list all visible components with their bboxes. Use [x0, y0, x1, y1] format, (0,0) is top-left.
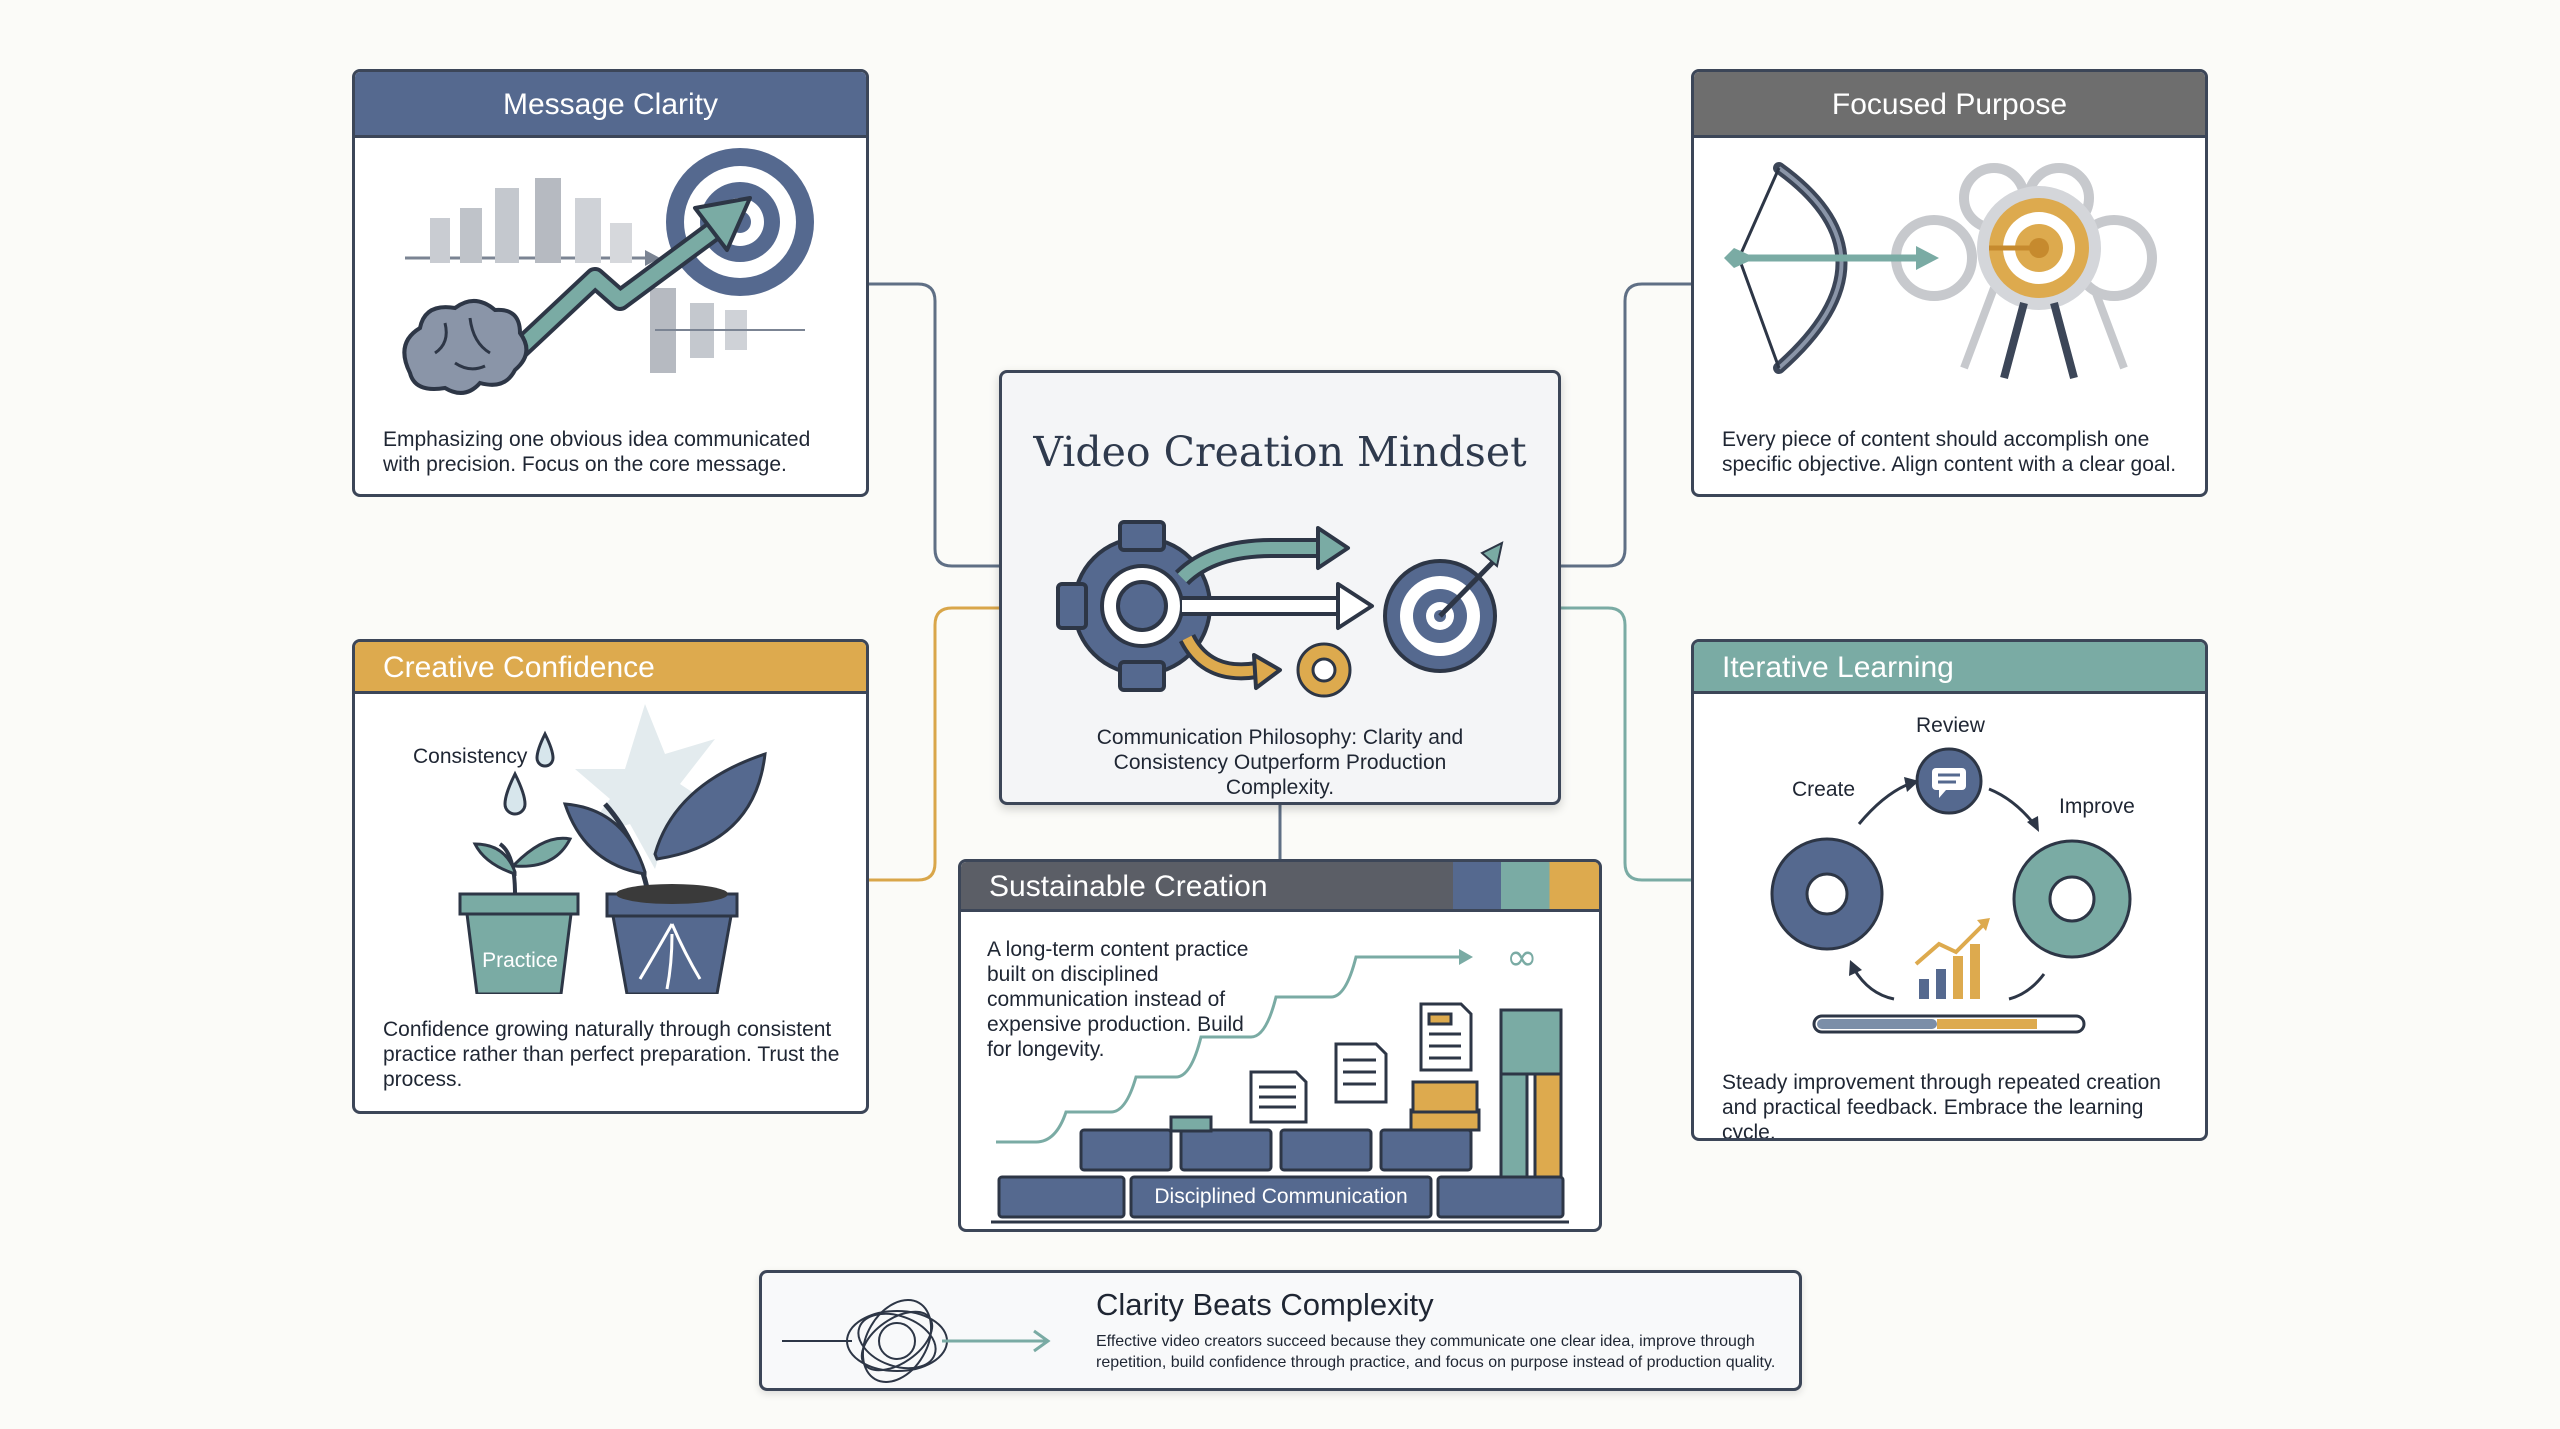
sustainable-creation-title: Sustainable Creation	[989, 870, 1268, 903]
blocks	[1079, 1008, 1563, 1186]
tangle-to-line-icon	[782, 1299, 1051, 1383]
iterative-learning-description: Steady improvement through repeated crea…	[1722, 1071, 2161, 1141]
sustainable-growth-illustration: ∞	[991, 935, 1569, 1224]
progress-bar	[1812, 1014, 2086, 1034]
message-clarity-card: Message Clarity Emphasizing one obvious …	[352, 69, 869, 497]
create-gear-icon	[1770, 837, 1884, 951]
improve-gear-icon	[2012, 839, 2132, 959]
sustainable-creation-description: A long-term content practice built on di…	[987, 938, 1249, 1061]
create-label: Create	[1792, 778, 1856, 801]
mindset-illustration	[1056, 520, 1504, 698]
water-drops-icon	[503, 730, 555, 816]
message-clarity-illustration	[402, 148, 814, 395]
creative-confidence-description: Confidence growing naturally through con…	[383, 1018, 840, 1091]
bullseye-target-icon	[1383, 541, 1504, 673]
message-clarity-description: Emphasizing one obvious idea communicate…	[383, 428, 811, 476]
brain-icon	[402, 299, 529, 395]
foundation-bar	[997, 1175, 1565, 1219]
center-title: Video Creation Mindset	[1033, 428, 1527, 476]
banner-title: Clarity Beats Complexity	[1096, 1287, 1434, 1322]
creative-confidence-card: Creative Confidence Consistency Practice…	[352, 639, 869, 1114]
color-strip	[1453, 862, 1599, 909]
svg-text:∞: ∞	[1506, 935, 1538, 979]
creative-confidence-header: Creative Confidence	[355, 642, 866, 694]
review-chat-icon	[1915, 747, 1983, 815]
connector-iterative-learning	[1560, 606, 1692, 882]
bow-and-target-illustration	[1724, 162, 2157, 380]
foundation-label: Disciplined Communication	[1154, 1185, 1408, 1208]
iterative-learning-header: Iterative Learning	[1694, 642, 2205, 694]
iterative-learning-card: Iterative Learning Review Create Improve	[1691, 639, 2208, 1141]
bar-chart-icon	[1914, 918, 1990, 999]
growing-plants-illustration	[458, 704, 767, 994]
banner-description: Effective video creators succeed because…	[1096, 1333, 1776, 1371]
practice-pot-icon	[458, 892, 580, 994]
bow-icon	[1737, 162, 1848, 374]
connector-creative-confidence	[868, 606, 1000, 882]
focused-purpose-card: Focused Purpose Every piece of content s…	[1691, 69, 2208, 497]
practice-label: Practice	[482, 949, 558, 972]
learning-cycle-illustration	[1770, 747, 2132, 1034]
center-description: Communication Philosophy: Clarity and Co…	[1096, 726, 1464, 799]
connector-message-clarity	[868, 282, 1000, 568]
connector-focused-purpose	[1560, 282, 1692, 568]
clarity-beats-complexity-banner: Clarity Beats Complexity Effective video…	[759, 1270, 1802, 1391]
improve-label: Improve	[2059, 795, 2135, 818]
rooted-pot-icon	[605, 884, 739, 994]
video-creation-mindset-card: Video Creation Mindset	[999, 370, 1561, 805]
consistency-label: Consistency	[413, 745, 528, 768]
sustainable-creation-card: Sustainable Creation A long-term content…	[958, 859, 1602, 1232]
message-clarity-header: Message Clarity	[355, 72, 866, 138]
focused-purpose-header: Focused Purpose	[1694, 72, 2205, 138]
focused-purpose-description: Every piece of content should accomplish…	[1722, 428, 2177, 476]
small-gear-icon	[1296, 642, 1352, 698]
document-icons	[1249, 1002, 1473, 1124]
review-label: Review	[1916, 714, 1985, 737]
sustainable-creation-header: Sustainable Creation	[961, 862, 1599, 912]
